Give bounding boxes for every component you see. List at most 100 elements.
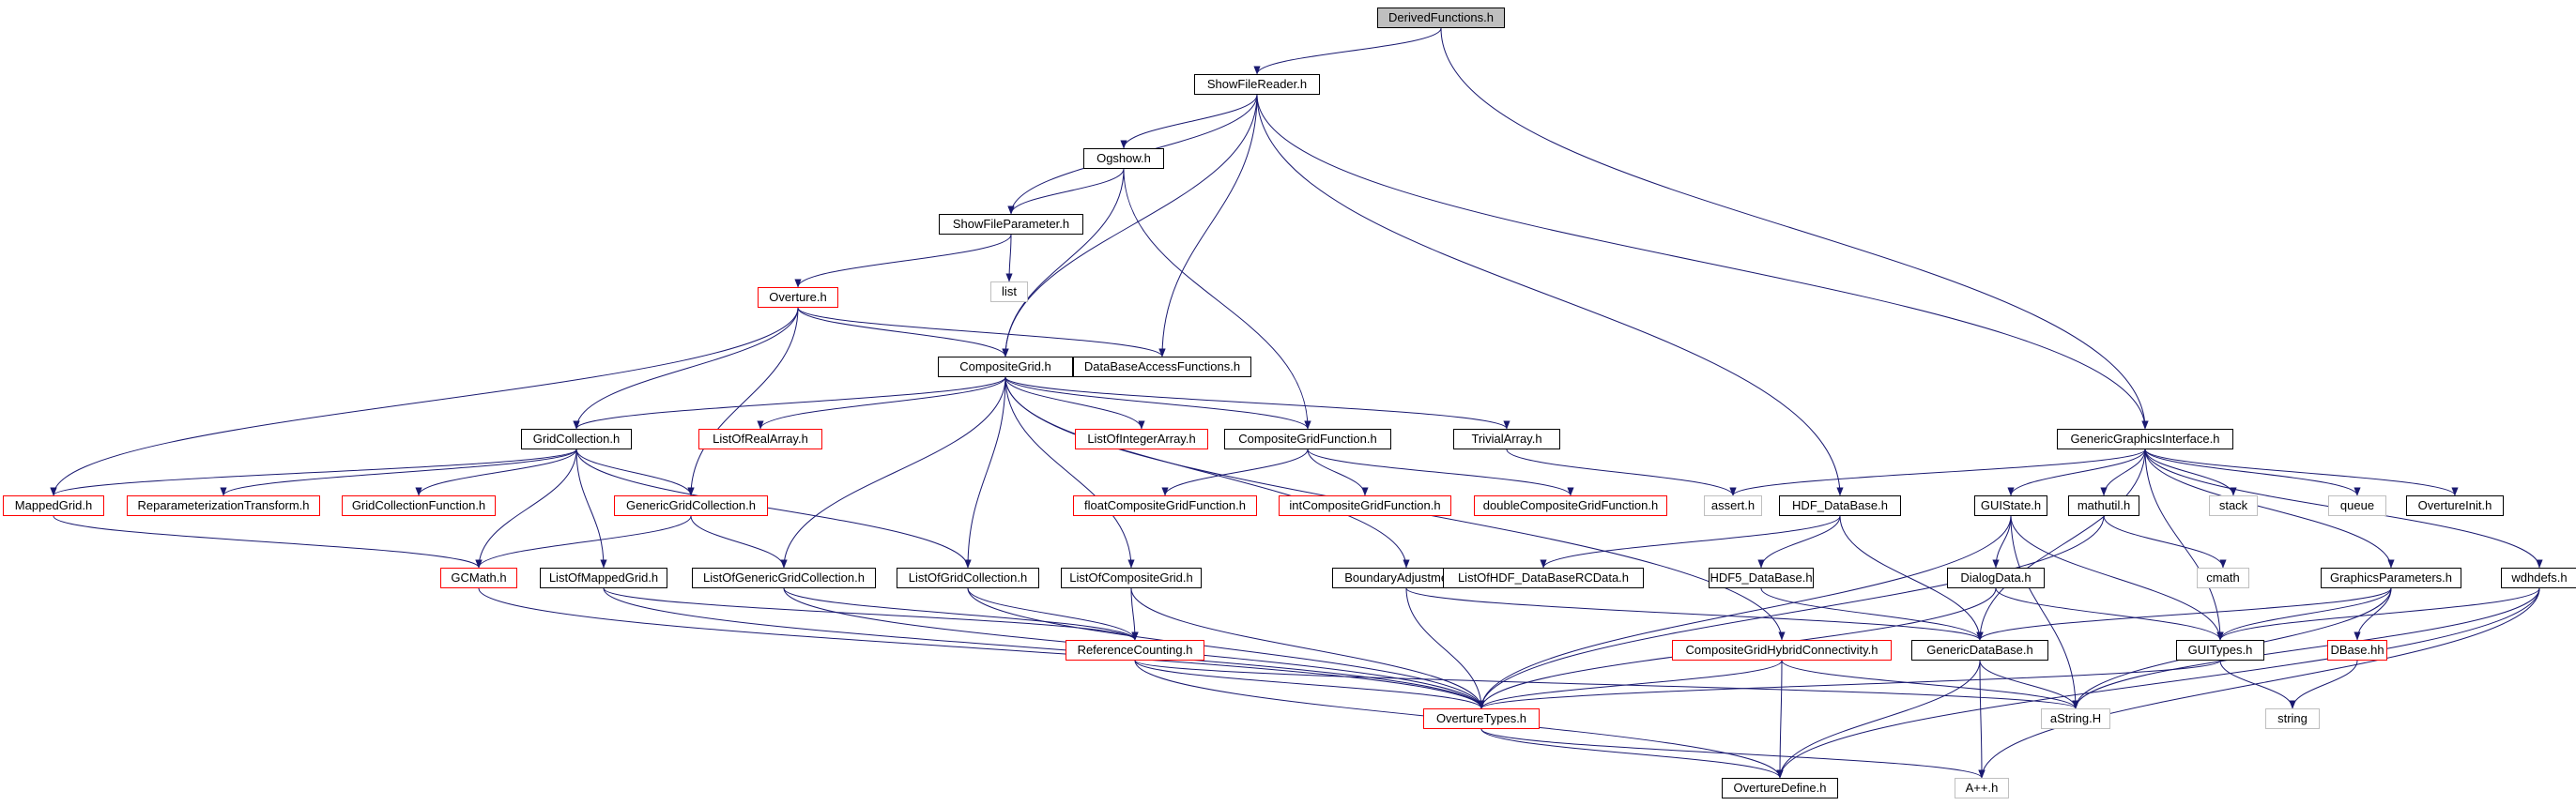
node-generic-grid-collection[interactable]: GenericGridCollection.h	[614, 495, 768, 516]
node-list-of-generic-grid-collection[interactable]: ListOfGenericGridCollection.h	[692, 568, 876, 588]
edge-grid-collection-to-list-of-grid-collection	[575, 449, 972, 569]
edge-grid-collection-to-list-of-mapped-grid	[575, 449, 607, 569]
edge-generic-graphics-interface-to-overture-init	[2144, 449, 2459, 496]
node-queue[interactable]: queue	[2328, 495, 2386, 516]
edge-show-file-reader-to-hdf-data-base	[1256, 94, 1844, 496]
node-a-string[interactable]: aString.H	[2041, 708, 2110, 729]
node-assert[interactable]: assert.h	[1704, 495, 1762, 516]
node-overture-types[interactable]: OvertureTypes.h	[1423, 708, 1540, 729]
node-list[interactable]: list	[990, 281, 1028, 302]
edge-guistate-to-dialog-data	[1992, 515, 2012, 569]
node-dialog-data[interactable]: DialogData.h	[1947, 568, 2045, 588]
node-cmath[interactable]: cmath	[2197, 568, 2249, 588]
node-mathutil[interactable]: mathutil.h	[2068, 495, 2139, 516]
edge-wdhdefs-to-overture-define	[1776, 587, 2540, 779]
edge-generic-graphics-interface-to-generic-data-base	[1976, 449, 2146, 641]
edge-list-of-composite-grid-to-reference-counting	[1130, 587, 1139, 641]
edge-grid-collection-to-generic-grid-collection	[575, 449, 695, 496]
edge-composite-grid-hybrid-connectivity-to-a-string	[1781, 660, 2079, 709]
node-float-composite-grid-function[interactable]: floatCompositeGridFunction.h	[1073, 495, 1257, 516]
node-generic-graphics-interface[interactable]: GenericGraphicsInterface.h	[2057, 429, 2233, 449]
edge-generic-data-base-to-a-string	[1979, 660, 2079, 709]
node-list-of-grid-collection[interactable]: ListOfGridCollection.h	[897, 568, 1039, 588]
node-stack[interactable]: stack	[2209, 495, 2258, 516]
edge-boundary-adjustment-to-overture-types	[1405, 587, 1485, 709]
edge-gcmath-to-overture-types	[478, 587, 1485, 709]
node-hdf-data-base[interactable]: HDF_DataBase.h	[1779, 495, 1901, 516]
edge-grid-collection-to-gcmath	[475, 449, 577, 569]
edge-composite-grid-to-composite-grid-function	[1004, 376, 1311, 430]
node-composite-grid-hybrid-connectivity[interactable]: CompositeGridHybridConnectivity.h	[1672, 640, 1892, 661]
edge-show-file-reader-to-ogshow	[1120, 94, 1258, 149]
edge-overture-to-data-base-access-functions	[797, 307, 1166, 357]
edge-generic-grid-collection-to-gcmath	[475, 515, 692, 569]
edge-list-of-mapped-grid-to-overture-types	[603, 587, 1485, 709]
node-mapped-grid[interactable]: MappedGrid.h	[3, 495, 104, 516]
edge-generic-graphics-interface-to-queue	[2144, 449, 2361, 496]
node-guitypes[interactable]: GUITypes.h	[2176, 640, 2264, 661]
node-graphics-parameters[interactable]: GraphicsParameters.h	[2321, 568, 2461, 588]
node-double-composite-grid-function[interactable]: doubleCompositeGridFunction.h	[1474, 495, 1667, 516]
edge-reference-counting-to-a-string	[1134, 660, 2079, 709]
edge-mathutil-to-overture-types	[1478, 515, 2105, 709]
node-int-composite-grid-function[interactable]: intCompositeGridFunction.h	[1279, 495, 1451, 516]
node-data-base-access-functions[interactable]: DataBaseAccessFunctions.h	[1073, 357, 1251, 377]
edge-grid-collection-to-grid-collection-function	[415, 449, 577, 496]
edge-list-of-grid-collection-to-reference-counting	[967, 587, 1139, 641]
node-hdf5-data-base[interactable]: HDF5_DataBase.h	[1709, 568, 1814, 588]
node-list-of-hdf-data-base-rcdata[interactable]: ListOfHDF_DataBaseRCData.h	[1443, 568, 1644, 588]
node-gcmath[interactable]: GCMath.h	[440, 568, 517, 588]
node-list-of-integer-array[interactable]: ListOfIntegerArray.h	[1075, 429, 1208, 449]
edge-composite-grid-to-list-of-generic-grid-collection	[780, 376, 1006, 569]
node-dbase[interactable]: DBase.hh	[2327, 640, 2387, 661]
node-grid-collection[interactable]: GridCollection.h	[521, 429, 632, 449]
node-guistate[interactable]: GUIState.h	[1974, 495, 2047, 516]
node-string[interactable]: string	[2265, 708, 2320, 729]
edge-show-file-parameter-to-overture	[794, 234, 1012, 288]
node-composite-grid[interactable]: CompositeGrid.h	[938, 357, 1073, 377]
edge-overture-types-to-overture-define	[1480, 728, 1784, 779]
node-app[interactable]: A++.h	[1955, 778, 2009, 798]
edge-composite-grid-to-list-of-grid-collection	[964, 376, 1006, 569]
node-wdhdefs[interactable]: wdhdefs.h	[2501, 568, 2576, 588]
edge-guistate-to-guitypes	[2010, 515, 2224, 641]
node-reference-counting[interactable]: ReferenceCounting.h	[1066, 640, 1204, 661]
node-show-file-parameter[interactable]: ShowFileParameter.h	[939, 214, 1083, 235]
node-trivial-array[interactable]: TrivialArray.h	[1453, 429, 1560, 449]
node-overture-init[interactable]: OvertureInit.h	[2406, 495, 2504, 516]
edge-composite-grid-to-trivial-array	[1004, 376, 1510, 430]
node-overture-define[interactable]: OvertureDefine.h	[1722, 778, 1838, 798]
edge-show-file-parameter-to-list	[1005, 234, 1013, 282]
edge-composite-grid-to-boundary-adjustment	[1004, 376, 1410, 569]
edge-reference-counting-to-overture-types	[1134, 660, 1485, 709]
edge-guitypes-to-overture-types	[1478, 660, 2221, 709]
edge-show-file-reader-to-data-base-access-functions	[1158, 94, 1258, 357]
edge-composite-grid-function-to-int-composite-grid-function	[1307, 449, 1369, 496]
edge-generic-graphics-interface-to-mathutil	[2100, 449, 2146, 496]
edge-generic-graphics-interface-to-assert	[1729, 449, 2146, 496]
edge-mathutil-to-cmath	[2103, 515, 2227, 569]
node-reparameterization-transform[interactable]: ReparameterizationTransform.h	[127, 495, 320, 516]
edge-derived-functions-to-show-file-reader	[1253, 27, 1442, 75]
node-show-file-reader[interactable]: ShowFileReader.h	[1194, 74, 1320, 95]
edge-generic-grid-collection-to-list-of-generic-grid-collection	[690, 515, 788, 569]
edge-dialog-data-to-guitypes	[1995, 587, 2224, 641]
edge-ogshow-to-composite-grid	[1002, 168, 1125, 357]
node-list-of-composite-grid[interactable]: ListOfCompositeGrid.h	[1061, 568, 1202, 588]
node-generic-data-base[interactable]: GenericDataBase.h	[1911, 640, 2048, 661]
node-list-of-mapped-grid[interactable]: ListOfMappedGrid.h	[540, 568, 667, 588]
edge-generic-graphics-interface-to-stack	[2144, 449, 2237, 496]
edge-generic-data-base-to-app	[1978, 660, 1986, 779]
node-composite-grid-function[interactable]: CompositeGridFunction.h	[1224, 429, 1391, 449]
node-grid-collection-function[interactable]: GridCollectionFunction.h	[342, 495, 496, 516]
edge-composite-grid-function-to-float-composite-grid-function	[1161, 449, 1309, 496]
node-ogshow[interactable]: Ogshow.h	[1083, 148, 1164, 169]
edge-hdf5-data-base-to-generic-data-base	[1760, 587, 1984, 641]
edge-boundary-adjustment-to-generic-data-base	[1405, 587, 1984, 641]
node-overture[interactable]: Overture.h	[758, 287, 838, 308]
edge-composite-grid-hybrid-connectivity-to-overture-define	[1776, 660, 1784, 779]
edge-composite-grid-hybrid-connectivity-to-overture-types	[1478, 660, 1783, 709]
node-list-of-real-array[interactable]: ListOfRealArray.h	[698, 429, 822, 449]
edge-wdhdefs-to-guitypes	[2216, 587, 2540, 641]
